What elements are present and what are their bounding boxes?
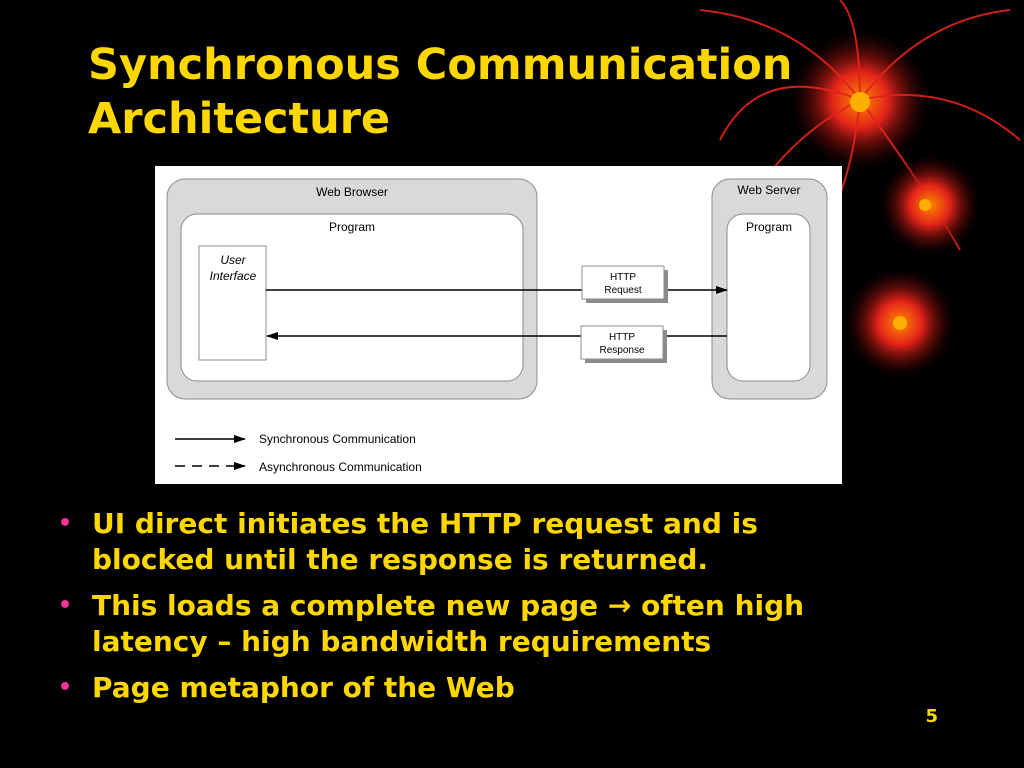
page-number: 5 xyxy=(925,706,938,727)
http-request-label-1: HTTP xyxy=(610,272,636,283)
web-server-label: Web Server xyxy=(737,183,800,197)
user-interface-box xyxy=(198,245,267,361)
legend-sync-label: Synchronous Communication xyxy=(259,432,416,446)
http-request-box xyxy=(581,265,665,300)
browser-program-label: Program xyxy=(329,220,375,234)
architecture-diagram: Web Browser Program User Interface Web S… xyxy=(155,166,842,484)
web-browser-label: Web Browser xyxy=(316,185,388,199)
bullet-marker: • xyxy=(58,511,73,536)
bullet-marker: • xyxy=(58,675,73,700)
user-interface-label-2: Interface xyxy=(210,269,257,283)
firework-small xyxy=(845,155,980,378)
http-response-label-2: Response xyxy=(599,345,644,356)
bullet-3-text: Page metaphor of the Web xyxy=(92,671,515,704)
bullet-item-2: • This loads a complete new page → often… xyxy=(58,588,958,660)
server-program-box xyxy=(726,213,811,382)
page-title: Synchronous Communication Architecture xyxy=(88,38,988,146)
http-response-label-1: HTTP xyxy=(609,332,635,343)
server-program-label: Program xyxy=(746,220,792,234)
http-response-box xyxy=(580,325,664,360)
firework-large xyxy=(699,0,1021,251)
bullet-item-1: • UI direct initiates the HTTP request a… xyxy=(58,506,958,578)
bullet-1-line-2: blocked until the response is returned. xyxy=(92,543,708,576)
legend-async-label: Asynchronous Communication xyxy=(259,460,422,474)
bullet-2-text-before: This loads a complete new page xyxy=(92,589,608,622)
bullet-list: • UI direct initiates the HTTP request a… xyxy=(58,506,958,716)
user-interface-label-1: User xyxy=(220,253,246,267)
http-request-label-2: Request xyxy=(604,285,641,296)
title-line-1: Synchronous Communication xyxy=(88,40,793,90)
bullet-item-3: • Page metaphor of the Web xyxy=(58,670,958,706)
title-line-2: Architecture xyxy=(88,94,391,144)
bullet-2-line-2: latency – high bandwidth requirements xyxy=(92,625,712,658)
bullet-marker: • xyxy=(58,593,73,618)
bullet-2-text-after: often high xyxy=(631,589,805,622)
bullet-1-line-1: UI direct initiates the HTTP request and… xyxy=(92,507,758,540)
right-arrow-icon: → xyxy=(607,589,632,622)
